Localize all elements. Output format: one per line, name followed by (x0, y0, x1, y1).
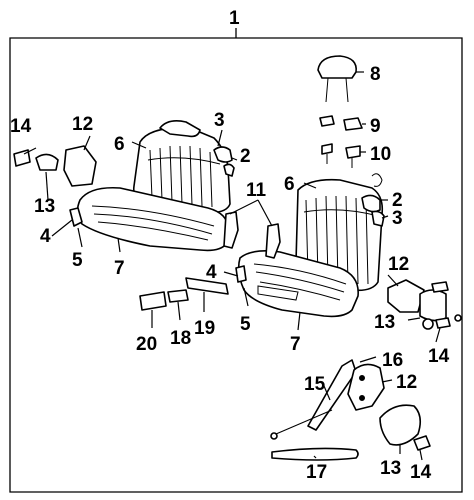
callout-14: 14 (10, 116, 32, 137)
callout-12: 12 (72, 114, 93, 135)
part-8-headrest (317, 55, 357, 103)
callout-14: 14 (428, 346, 450, 367)
callout-20: 20 (136, 334, 157, 355)
part-11-brackets (223, 211, 281, 259)
callout-3: 3 (214, 110, 225, 131)
left-recliner-parts (13, 145, 97, 187)
callout-13: 13 (380, 458, 401, 479)
left-seat-assembly (69, 120, 235, 252)
callout-9: 9 (370, 116, 381, 137)
callout-5: 5 (72, 250, 83, 271)
callout-14: 14 (410, 462, 432, 483)
callout-17: 17 (306, 462, 327, 483)
callout-5: 5 (240, 314, 251, 335)
callout-2: 2 (240, 146, 251, 167)
callout-12: 12 (388, 254, 409, 275)
callout-7: 7 (114, 258, 125, 279)
assembly-frame (9, 28, 463, 493)
callout-15: 15 (304, 374, 326, 395)
leader-lines (23, 71, 441, 461)
callout-6: 6 (284, 174, 295, 195)
callout-3: 3 (392, 208, 403, 229)
callout-16: 16 (382, 350, 403, 371)
part-9-guides (319, 115, 363, 131)
callout-19: 19 (194, 318, 215, 339)
callout-labels: 1 2 2 3 3 4 4 5 5 6 6 7 7 8 9 10 11 12 1… (10, 8, 450, 483)
right-recliner-parts (387, 279, 462, 330)
callout-11: 11 (246, 180, 267, 201)
callout-10: 10 (370, 144, 391, 165)
callout-6: 6 (114, 134, 125, 155)
switch-parts (139, 277, 229, 311)
part-10-release (321, 143, 383, 187)
callout-12: 12 (396, 372, 417, 393)
callout-18: 18 (170, 328, 191, 349)
adjuster-parts (270, 359, 431, 461)
callout-4: 4 (40, 226, 51, 247)
callout-7: 7 (290, 334, 301, 355)
callout-13: 13 (34, 196, 55, 217)
callout-1: 1 (229, 8, 240, 29)
callout-13: 13 (374, 312, 395, 333)
callout-8: 8 (370, 64, 381, 85)
callout-2: 2 (392, 190, 403, 211)
right-seat-assembly (235, 178, 385, 318)
callout-4: 4 (206, 262, 217, 283)
